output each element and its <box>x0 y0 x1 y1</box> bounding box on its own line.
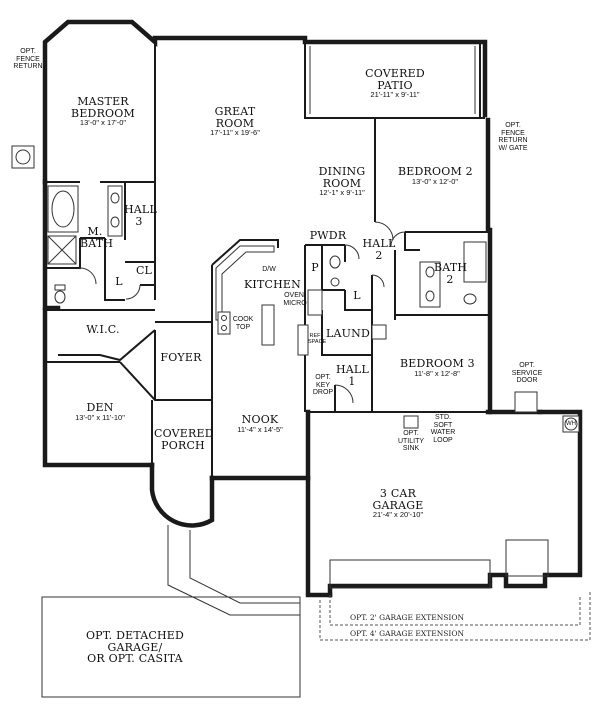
room-dims: 11'-8" x 12'-8" <box>414 368 460 378</box>
note-water-heater: WH <box>566 421 576 427</box>
room-name: L <box>115 275 123 288</box>
room-den: DEN 13'-0" x 11'-10" <box>68 402 132 421</box>
note-opt-utility-sink: OPT. UTILITY SINK <box>397 430 425 453</box>
note-ref-space: REF SPACE <box>308 333 327 346</box>
room-great-room: GREAT ROOM 17'-11" x 19'-6" <box>195 106 275 137</box>
room-bath-2: BATH 2 <box>434 261 468 286</box>
room-name: GARAGE <box>372 498 424 512</box>
room-name: 2 <box>375 248 383 262</box>
room-master-bedroom: MASTER BEDROOM 13'-0" x 17'-0" <box>68 96 138 127</box>
room-bedroom-3: BEDROOM 3 11'-8" x 12'-8" <box>400 357 475 378</box>
room-dims: 11'-4" x 14'-5" <box>237 424 283 434</box>
room-name: HALL <box>362 237 396 250</box>
room-dims: 13'-0" x 11'-10" <box>75 412 125 422</box>
note-std-soft-water-loop: STD. SOFT WATER LOOP <box>430 414 456 445</box>
room-name: W.I.C. <box>86 323 120 336</box>
room-pantry: P <box>308 262 322 274</box>
room-hall-1: HALL 1 <box>336 363 369 388</box>
room-name: M. <box>87 225 103 238</box>
room-dims: 21'-11" x 9'-11" <box>370 90 420 100</box>
room-covered-patio: COVERED PATIO 21'-11" x 9'-11" <box>360 68 430 99</box>
room-name: HALL <box>124 203 157 216</box>
room-dining-room: DINING ROOM 12'-1" x 9'-11" <box>310 166 374 197</box>
room-foyer: FOYER <box>158 352 204 364</box>
room-dims: 13'-0" x 12'-0" <box>411 176 459 186</box>
room-garage: 3 CAR GARAGE 21'-4" x 20'-10" <box>362 488 434 519</box>
room-name: PATIO <box>377 78 413 92</box>
room-cl: CL <box>132 265 156 277</box>
door-swings <box>79 221 406 404</box>
room-linen-master: L <box>112 276 126 288</box>
room-name: KITCHEN <box>244 278 301 291</box>
note-opt-fence-return-gate: OPT. FENCE RETURN W/ GATE <box>498 122 528 153</box>
room-hall-2: HALL 2 <box>362 238 396 261</box>
room-name: BATH <box>80 236 114 250</box>
note-opt-2-garage-extension: OPT. 2' GARAGE EXTENSION <box>350 613 465 622</box>
room-name: PWDR <box>309 229 347 242</box>
note-oven-micro: OVEN/ MICRO <box>283 292 307 307</box>
room-name: ROOM <box>215 116 255 130</box>
room-name: PORCH <box>161 438 205 452</box>
room-name: HALL <box>336 363 369 376</box>
interior-walls <box>45 42 490 478</box>
room-name: BEDROOM <box>71 106 135 120</box>
room-name: BEDROOM 2 <box>398 165 473 178</box>
room-name: L <box>353 289 361 302</box>
note-opt-key-drop: OPT. KEY DROP <box>312 374 334 397</box>
room-name: 1 <box>348 374 356 388</box>
room-hall-3: HALL 3 <box>124 203 157 228</box>
room-nook: NOOK 11'-4" x 14'-5" <box>228 414 292 433</box>
room-pwdr: PWDR <box>308 230 348 242</box>
room-name: 3 <box>135 214 143 228</box>
room-kitchen: KITCHEN <box>244 278 301 291</box>
room-name: DEN <box>86 401 114 414</box>
room-bedroom-2: BEDROOM 2 13'-0" x 12'-0" <box>398 165 473 186</box>
room-name: COVERED <box>365 67 425 80</box>
note-cook-top: COOK TOP <box>232 316 254 331</box>
note-opt-fence-return: OPT. FENCE RETURN <box>13 48 43 71</box>
note-dishwasher: D/W <box>262 266 276 273</box>
room-name: BATH <box>434 261 468 274</box>
note-opt-4-garage-extension: OPT. 4' GARAGE EXTENSION <box>350 629 465 638</box>
room-name: CL <box>135 264 153 277</box>
note-opt-detached-garage: OPT. DETACHED GARAGE/ OR OPT. CASITA <box>85 629 185 666</box>
room-dims: 17'-11" x 19'-6" <box>210 128 260 138</box>
room-name: BEDROOM 3 <box>400 357 475 370</box>
optional-outlines <box>41 525 591 698</box>
note-opt-service-door: OPT. SERVICE DOOR <box>511 362 543 385</box>
room-name: GREAT <box>214 105 256 118</box>
room-m-bath: M. BATH <box>80 225 114 250</box>
room-laund: LAUND <box>326 328 370 340</box>
room-name: 2 <box>446 272 454 286</box>
room-linen-laund: L <box>350 290 364 302</box>
room-name: MASTER <box>77 95 129 108</box>
room-name: NOOK <box>241 413 279 426</box>
room-name: 3 CAR <box>379 487 417 500</box>
room-dims: 21'-4" x 20'-10" <box>372 510 424 520</box>
room-dims: 12'-1" x 9'-11" <box>319 188 365 198</box>
room-dims: 13'-0" x 17'-0" <box>79 118 127 128</box>
room-name: FOYER <box>160 351 202 364</box>
room-covered-porch: COVERED PORCH <box>154 427 214 452</box>
room-name: COVERED <box>154 427 214 440</box>
room-name: DINING <box>318 165 366 178</box>
fixtures <box>11 145 580 433</box>
room-name: LAUND <box>326 327 370 340</box>
room-name: P <box>311 261 319 274</box>
room-wic: W.I.C. <box>80 324 126 336</box>
room-name: ROOM <box>322 176 362 190</box>
